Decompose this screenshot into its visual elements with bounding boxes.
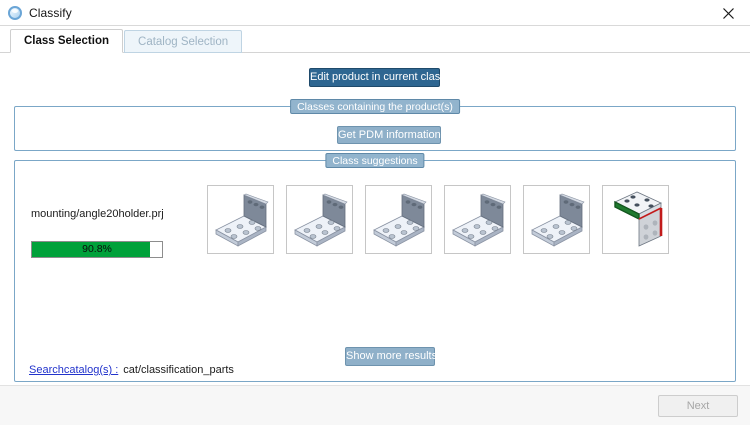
dialog-footer: Next xyxy=(0,385,750,425)
result-file-name: mounting/angle20holder.prj xyxy=(31,208,164,220)
title-bar: Classify xyxy=(0,0,750,26)
suggestion-thumbnail-list xyxy=(207,185,669,254)
classes-containing-product-group: Classes containing the product(s) Get PD… xyxy=(14,99,736,151)
angle-bracket-icon xyxy=(452,193,506,247)
tab-strip: Class Selection Catalog Selection xyxy=(0,26,750,53)
angle-bracket-colored-icon xyxy=(614,191,663,247)
tab-class-selection[interactable]: Class Selection xyxy=(10,29,124,53)
angle-bracket-thumb-1[interactable] xyxy=(207,185,274,254)
close-button[interactable] xyxy=(706,0,750,26)
match-progress-bar: 90.8% xyxy=(31,241,163,258)
get-pdm-information-button[interactable]: Get PDM information xyxy=(337,126,441,144)
search-catalog-link[interactable]: Searchcatalog(s) : xyxy=(29,364,119,376)
angle-bracket-icon xyxy=(531,193,585,247)
close-icon xyxy=(722,7,734,19)
search-catalog-line: Searchcatalog(s) : cat/classification_par… xyxy=(29,364,234,376)
edit-product-in-current-class-button[interactable]: Edit product in current class xyxy=(309,68,446,87)
match-progress-label: 90.8% xyxy=(82,243,112,255)
angle-bracket-thumb-3[interactable] xyxy=(365,185,432,254)
tab-catalog-selection[interactable]: Catalog Selection xyxy=(124,30,243,53)
angle-bracket-icon xyxy=(294,193,348,247)
classify-circle-icon xyxy=(8,5,22,20)
search-catalog-value: cat/classification_parts xyxy=(123,364,234,376)
angle-bracket-icon xyxy=(215,193,269,247)
window-title: Classify xyxy=(29,5,72,20)
angle-bracket-thumb-4[interactable] xyxy=(444,185,511,254)
dialog-content: Edit product in current class Classes co… xyxy=(0,53,750,385)
next-button[interactable]: Next xyxy=(658,395,738,417)
angle-bracket-icon xyxy=(373,193,427,247)
show-more-results-button[interactable]: Show more results xyxy=(345,347,437,366)
angle-bracket-thumb-2[interactable] xyxy=(286,185,353,254)
class-suggestions-label: Class suggestions xyxy=(325,153,425,168)
match-progress-fill xyxy=(32,242,151,257)
angle-bracket-thumb-6[interactable] xyxy=(602,185,669,254)
angle-bracket-thumb-5[interactable] xyxy=(523,185,590,254)
class-suggestions-group: Class suggestions mounting/angle20holder… xyxy=(14,153,736,382)
classes-containing-product-label: Classes containing the product(s) xyxy=(290,99,460,114)
